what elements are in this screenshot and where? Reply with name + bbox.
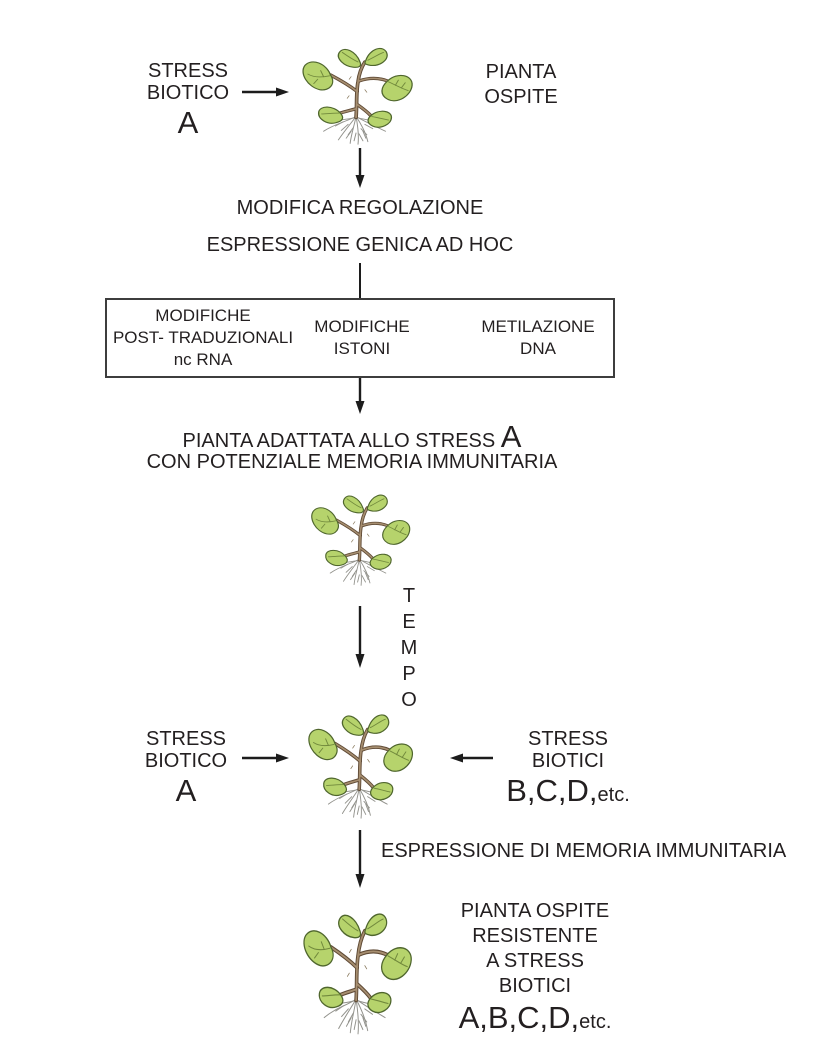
arrow-down-icon	[355, 606, 365, 668]
final-line: RESISTENTE	[472, 925, 598, 947]
memoria-potenziale-label: CON POTENZIALE MEMORIA IMMUNITARIA	[146, 451, 558, 473]
final-line: PIANTA OSPITE	[460, 900, 610, 922]
arrow-down-icon	[355, 830, 365, 888]
stress-line: STRESS	[147, 60, 229, 82]
stress-line: BIOTICI	[531, 750, 605, 772]
stress-letters-bcd: B,C,D,etc.	[506, 773, 630, 808]
arrow-right-icon	[242, 753, 289, 763]
connector-line	[359, 263, 361, 298]
mechanisms-box: MODIFICHE POST- TRADUZIONALI nc RNA MODI…	[105, 298, 615, 378]
arrow-left-icon	[450, 753, 493, 763]
stress-line: BIOTICO	[146, 82, 230, 104]
box-col-metilazione: METILAZIONE DNA	[481, 317, 594, 360]
box-line: nc RNA	[173, 350, 233, 369]
pianta-ospite-label: PIANTA OSPITE	[473, 60, 569, 110]
final-line: A STRESS	[486, 950, 584, 972]
tempo-label: TEMPO	[398, 585, 420, 715]
modifica-regolazione-label: MODIFICA REGOLAZIONE	[236, 197, 484, 219]
stress-line: BIOTICO	[144, 750, 228, 772]
etc-text: etc.	[597, 784, 630, 806]
seedling-illustration	[301, 906, 417, 1036]
box-col-post-traduzionali: MODIFICHE POST- TRADUZIONALI nc RNA	[113, 306, 293, 371]
espressione-genica-label: ESPRESSIONE GENICA AD HOC	[206, 234, 514, 256]
pianta-adattata-label: PIANTA ADATTATA ALLO STRESS A	[132, 420, 572, 458]
arrow-down-icon	[355, 148, 365, 188]
stress-line: STRESS	[527, 728, 609, 750]
arrow-down-icon	[355, 378, 365, 414]
etc-text: etc.	[579, 1011, 612, 1033]
arrow-right-icon	[242, 87, 289, 97]
box-line: MODIFICHE	[314, 317, 410, 336]
box-col-istoni: MODIFICHE ISTONI	[314, 317, 409, 360]
stress-biotici-bcd-label: STRESS BIOTICI B,C,D,etc.	[503, 728, 633, 812]
stress-line: STRESS	[145, 728, 227, 750]
final-line: BIOTICI	[498, 975, 572, 997]
box-line: METILAZIONE	[481, 317, 595, 336]
stress-biotico-a-label-2: STRESS BIOTICO A	[138, 728, 234, 808]
stress-biotico-a-label-top: STRESS BIOTICO A	[140, 60, 236, 140]
seedling-illustration	[301, 46, 415, 146]
adapted-letter-a: A	[500, 419, 522, 454]
host-line: OSPITE	[484, 86, 558, 108]
stress-letters-abcd: A,B,C,D,etc.	[458, 1000, 612, 1035]
box-line: MODIFICHE	[155, 306, 251, 325]
box-line: ISTONI	[333, 339, 391, 358]
seedling-illustration	[310, 493, 412, 587]
seedling-illustration	[307, 713, 415, 820]
stress-letter-a: A	[177, 105, 199, 140]
adapted-text: PIANTA ADATTATA ALLO STRESS	[182, 430, 496, 452]
host-line: PIANTA	[485, 61, 557, 83]
box-line: POST- TRADUZIONALI	[112, 328, 294, 347]
espressione-memoria-label: ESPRESSIONE DI MEMORIA IMMUNITARIA	[381, 840, 787, 862]
stress-letter-a: A	[175, 773, 197, 808]
box-line: DNA	[520, 339, 556, 358]
pianta-resistente-label: PIANTA OSPITE RESISTENTE A STRESS BIOTIC…	[453, 899, 617, 1039]
